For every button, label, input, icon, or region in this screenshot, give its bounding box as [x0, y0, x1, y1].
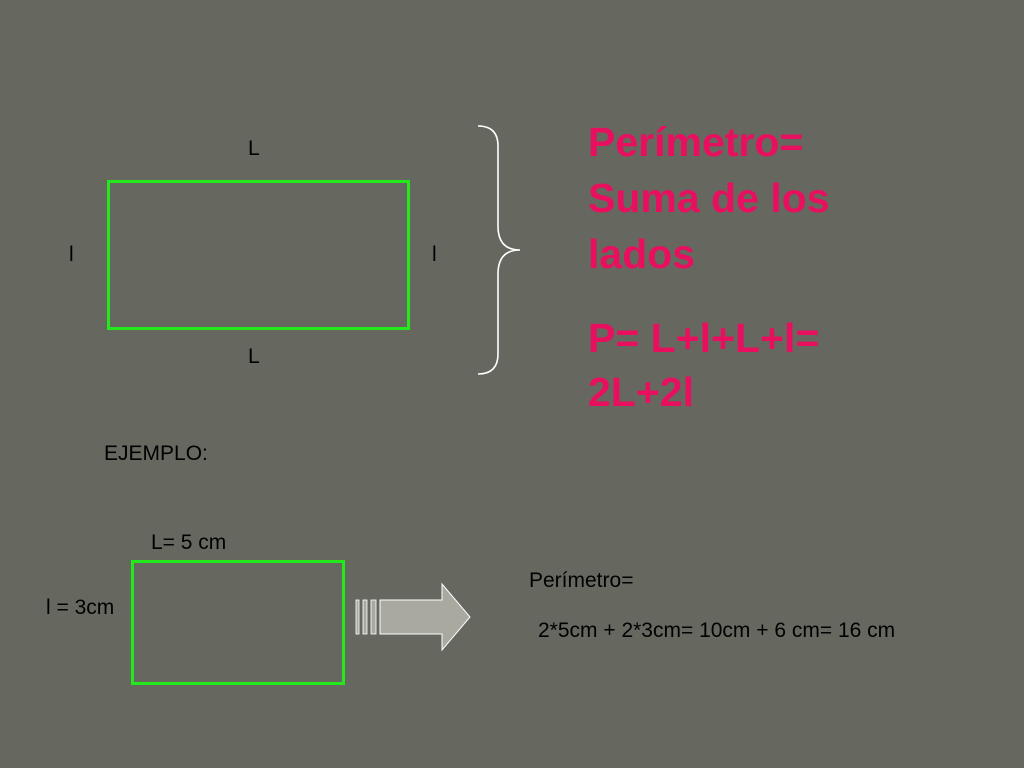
right-arrow-icon — [355, 582, 471, 652]
bottom-side-label: L — [248, 345, 260, 368]
example-result-calculation: 2*5cm + 2*3cm= 10cm + 6 cm= 16 cm — [538, 619, 896, 642]
definition-line-3: lados — [588, 231, 696, 277]
left-side-label: l — [69, 243, 74, 266]
formula-line-2: 2L+2l — [588, 369, 694, 415]
right-side-label: l — [432, 243, 437, 266]
example-rectangle — [131, 560, 345, 685]
example-result-title: Perímetro= — [529, 569, 634, 592]
example-short-side-label: l = 3cm — [46, 596, 115, 619]
definition-line-2: Suma de los — [588, 175, 830, 221]
general-rectangle — [107, 180, 410, 330]
definition-line-1: Perímetro= — [588, 119, 804, 165]
example-long-side-label: L= 5 cm — [151, 531, 227, 554]
formula-line-1: P= L+l+L+l= — [588, 315, 820, 361]
top-side-label: L — [248, 137, 260, 160]
right-curly-brace-icon — [477, 125, 521, 375]
example-heading: EJEMPLO: — [104, 442, 208, 465]
